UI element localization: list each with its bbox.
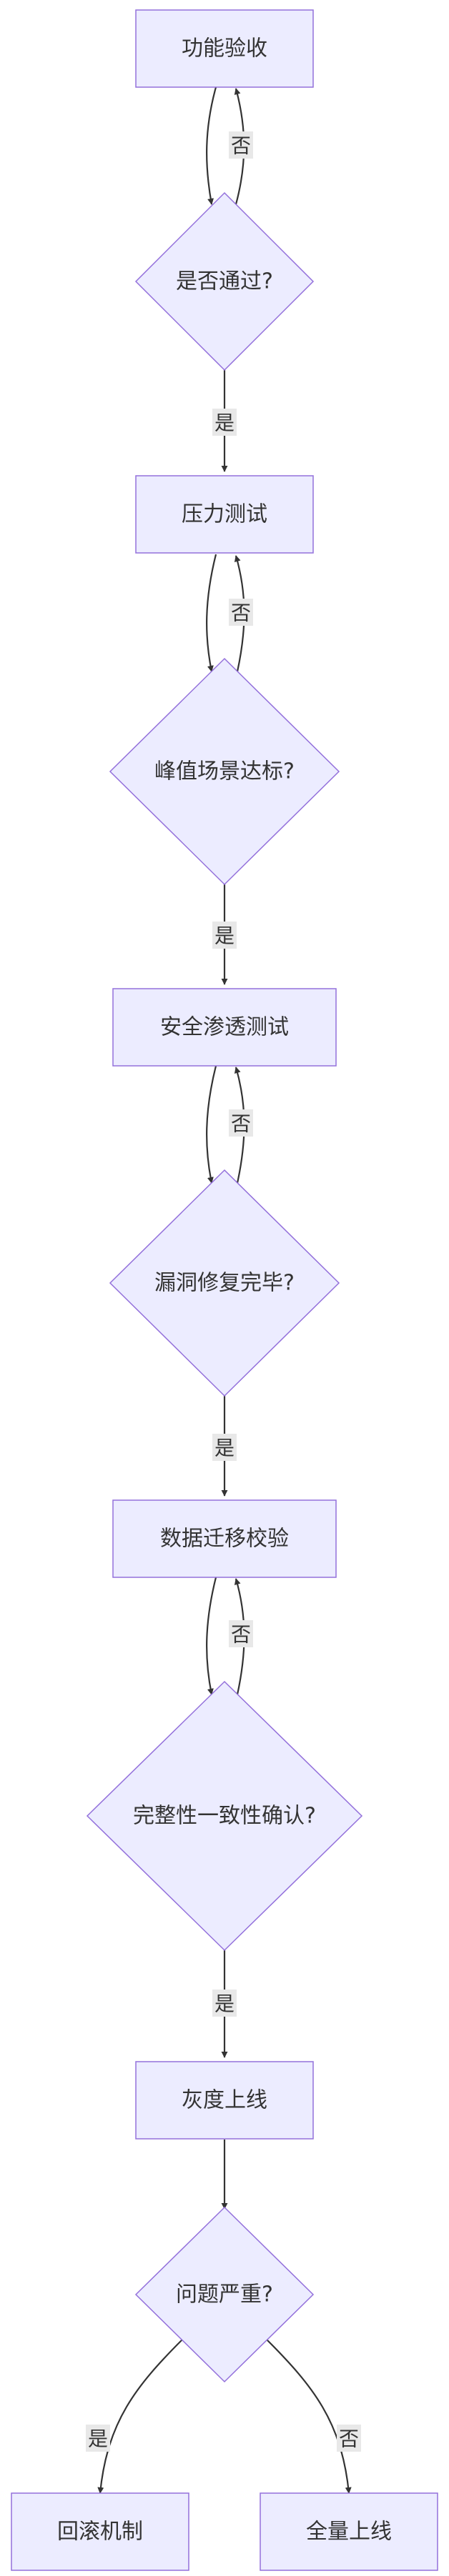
node-security-test: 安全渗透测试	[112, 988, 337, 1067]
node-integrity-check: 完整性一致性确认?	[86, 1680, 363, 1952]
edge-label-yes-5: 是	[88, 2427, 108, 2451]
edge-label-yes-1: 是	[214, 411, 235, 435]
svg-text:是否通过?: 是否通过?	[176, 269, 273, 294]
edge-severity-to-full	[265, 2338, 352, 2494]
node-passed-check: 是否通过?	[134, 191, 315, 371]
node-migration-check: 数据迁移校验	[112, 1499, 337, 1578]
edge-label-no-4: 否	[231, 1623, 251, 1647]
edge-security-to-vuln	[206, 1065, 217, 1184]
svg-text:压力测试: 压力测试	[182, 502, 267, 527]
svg-text:回滚机制: 回滚机制	[57, 2520, 143, 2545]
node-peak-check: 峰值场景达标?	[109, 657, 340, 886]
edge-stress-to-peak	[206, 554, 217, 672]
node-stress-test: 压力测试	[135, 475, 314, 554]
node-functional-acceptance: 功能验收	[135, 9, 314, 88]
node-vuln-check: 漏洞修复完毕?	[109, 1169, 340, 1397]
edge-migration-to-integrity	[206, 1577, 217, 1695]
edge-severity-to-rollback	[97, 2338, 184, 2494]
svg-text:功能验收: 功能验收	[182, 36, 267, 61]
svg-text:安全渗透测试: 安全渗透测试	[160, 1015, 289, 1040]
svg-text:灰度上线: 灰度上线	[182, 2088, 267, 2113]
node-severity-check: 问题严重?	[134, 2206, 315, 2383]
svg-text:完整性一致性确认?: 完整性一致性确认?	[133, 1804, 316, 1829]
node-full-release: 全量上线	[260, 2492, 438, 2571]
edge-label-no-1: 否	[231, 134, 251, 158]
edge-label-yes-3: 是	[214, 1437, 235, 1460]
svg-text:数据迁移校验: 数据迁移校验	[160, 1527, 289, 1552]
svg-text:问题严重?: 问题严重?	[176, 2282, 273, 2307]
node-rollback: 回滚机制	[11, 2492, 189, 2571]
edge-label-no-2: 否	[231, 601, 251, 625]
svg-text:峰值场景达标?: 峰值场景达标?	[154, 759, 295, 784]
svg-text:全量上线: 全量上线	[306, 2520, 392, 2545]
svg-text:漏洞修复完毕?: 漏洞修复完毕?	[154, 1271, 295, 1296]
edge-label-no-5: 否	[339, 2427, 359, 2451]
edge-label-no-3: 否	[231, 1112, 251, 1136]
edge-acceptance-to-passed	[206, 86, 217, 205]
node-gray-release: 灰度上线	[135, 2061, 314, 2140]
edge-label-yes-2: 是	[214, 924, 235, 948]
edge-label-yes-4: 是	[214, 1992, 235, 2016]
